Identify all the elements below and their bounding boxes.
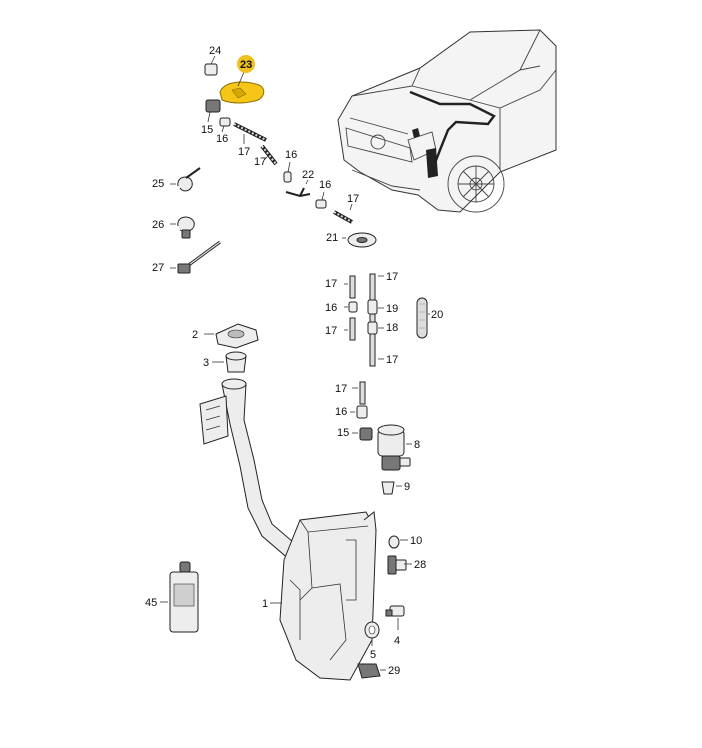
label-22: 22 <box>302 169 314 181</box>
label-26: 26 <box>152 219 164 231</box>
part-21-grommet <box>342 232 377 248</box>
label-1: 1 <box>262 598 268 610</box>
label-16-right: 16 <box>319 179 331 191</box>
part-16-connector-right <box>315 191 327 209</box>
label-15-lower: 15 <box>337 427 349 439</box>
label-18: 18 <box>386 322 398 334</box>
label-17-c: 17 <box>347 193 359 205</box>
label-16-top: 16 <box>216 133 228 145</box>
label-10: 10 <box>410 535 422 547</box>
part-27-cable-tie <box>170 240 221 274</box>
part-5-seal-ring <box>364 621 380 646</box>
label-4: 4 <box>394 635 400 647</box>
part-28-level-sensor <box>387 555 412 575</box>
label-16-col: 16 <box>325 302 337 314</box>
part-26-clip <box>170 216 195 239</box>
label-16-mid: 16 <box>285 149 297 161</box>
part-23-washer-nozzle <box>219 71 265 104</box>
label-19: 19 <box>386 303 398 315</box>
part-16-connector-mid <box>283 161 292 183</box>
part-24-cap <box>204 55 218 76</box>
label-21: 21 <box>326 232 338 244</box>
label-45: 45 <box>145 597 157 609</box>
label-2: 2 <box>192 329 198 341</box>
vehicle-illustration <box>337 29 557 213</box>
part-17-hose-b <box>260 144 278 166</box>
label-17-h: 17 <box>335 383 347 395</box>
label-23-highlight <box>237 55 255 73</box>
part-9-pump-seal <box>381 481 402 495</box>
label-17-e: 17 <box>325 325 337 337</box>
label-17-b: 17 <box>254 156 266 168</box>
part-17-hose-e <box>344 317 356 341</box>
part-17-hose-a <box>233 122 267 144</box>
label-23: 23 <box>240 59 252 71</box>
label-17-a: 17 <box>238 146 250 158</box>
label-5: 5 <box>370 649 376 661</box>
part-20-protective-sleeve <box>416 297 430 339</box>
part-17-hose-c <box>333 203 353 224</box>
label-25: 25 <box>152 178 164 190</box>
part-hose-assembly-right-column <box>367 273 384 367</box>
part-10-grommet <box>388 535 408 549</box>
part-17-hose-d <box>344 275 356 299</box>
part-8-washer-pump <box>377 424 412 471</box>
part-16-connector-left-col <box>344 301 358 313</box>
part-15-connector-lower <box>352 427 373 441</box>
label-24: 24 <box>209 45 221 57</box>
label-17-d: 17 <box>325 278 337 290</box>
label-20: 20 <box>431 309 443 321</box>
label-29: 29 <box>388 665 400 677</box>
part-1-washer-fluid-reservoir <box>199 378 377 681</box>
part-29-bracket <box>357 663 386 679</box>
part-17-hose-h <box>352 381 366 405</box>
label-17-f: 17 <box>386 271 398 283</box>
part-22-y-connector <box>285 179 311 198</box>
label-16-lower: 16 <box>335 406 347 418</box>
label-9: 9 <box>404 481 410 493</box>
label-15-top: 15 <box>201 124 213 136</box>
label-27: 27 <box>152 262 164 274</box>
part-25-clip <box>170 167 201 192</box>
part-45-washer-fluid-bottle <box>160 561 199 633</box>
part-15-connector-top <box>205 99 221 123</box>
part-3-filler-seal <box>212 351 247 373</box>
label-28: 28 <box>414 559 426 571</box>
part-16-connector-top <box>219 117 231 133</box>
part-16-connector-lower <box>350 405 368 419</box>
label-3: 3 <box>203 357 209 369</box>
part-4-sensor <box>385 605 405 630</box>
part-2-filler-cap <box>204 323 259 349</box>
label-17-g: 17 <box>386 354 398 366</box>
label-8: 8 <box>414 439 420 451</box>
